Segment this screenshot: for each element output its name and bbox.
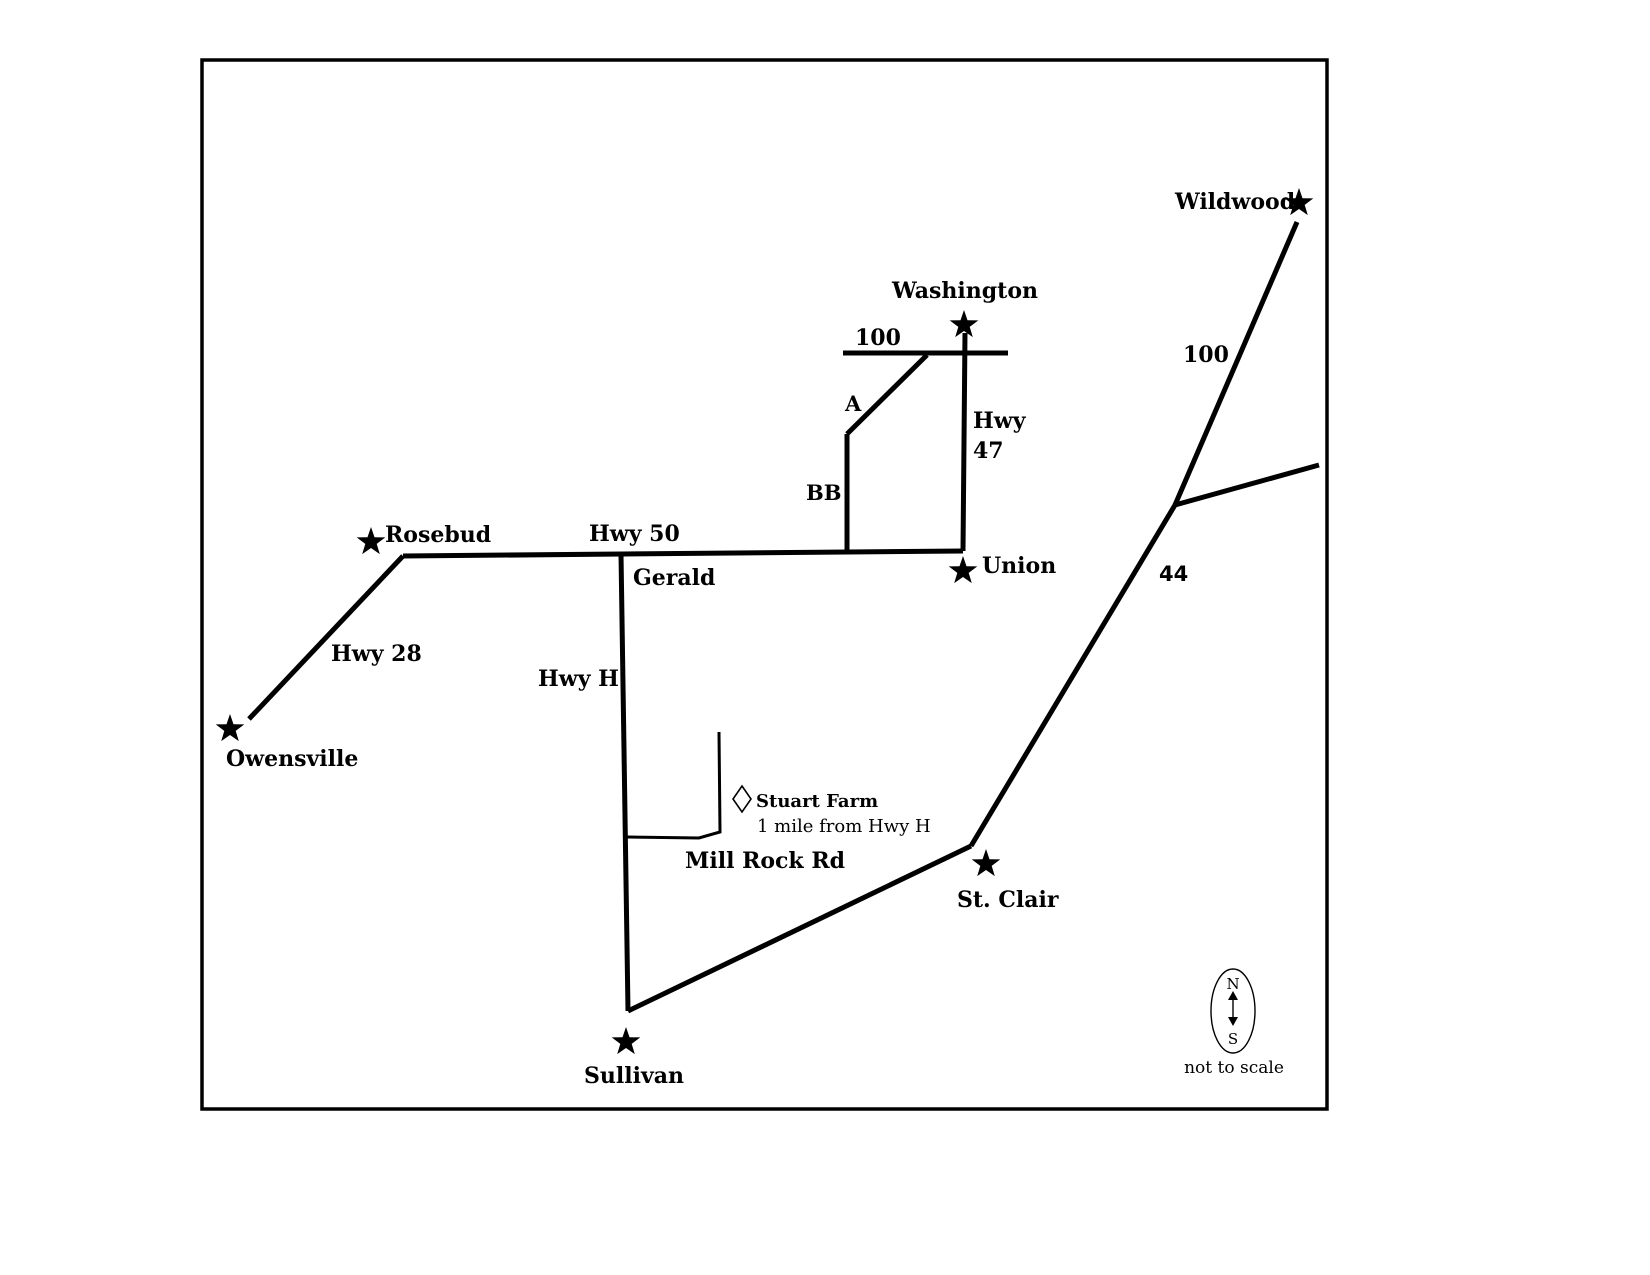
road-label-100-east: 100 <box>1183 342 1229 368</box>
road-hwy-h <box>618 553 631 1012</box>
road-label-bb: BB <box>806 480 842 505</box>
town-label-washington: Washington <box>891 278 1038 304</box>
road-hwy-47 <box>960 332 968 552</box>
town-label-rosebud: Rosebud <box>385 522 491 548</box>
destination-name: Stuart Farm <box>756 791 878 812</box>
map-frame <box>200 58 1329 1111</box>
arrow-up-icon <box>1228 991 1238 1000</box>
road-label-47-line1: Hwy <box>973 408 1027 434</box>
road-hwy-44 <box>968 503 1178 848</box>
scale-note: not to scale <box>1184 1058 1284 1078</box>
road-label-44: 44 <box>1159 562 1188 586</box>
star-icon-owensville <box>215 714 245 742</box>
compass-north: N <box>1226 975 1239 993</box>
arrow-down-icon <box>1228 1017 1238 1026</box>
town-label-owensville: Owensville <box>226 746 358 772</box>
road-label-100-north: 100 <box>855 325 901 351</box>
road-label-47-line2: 47 <box>973 438 1004 464</box>
road-label-hwy-h: Hwy H <box>538 666 619 692</box>
town-label-sullivan: Sullivan <box>584 1063 684 1089</box>
town-label-gerald: Gerald <box>633 565 715 591</box>
star-icon-sullivan <box>611 1027 641 1055</box>
road-label-mill-rock-rd: Mill Rock Rd <box>685 848 845 874</box>
town-label-union: Union <box>982 553 1056 579</box>
road-mill-rock <box>626 731 722 840</box>
road-label-hwy-28: Hwy 28 <box>331 641 422 667</box>
road-label-hwy-50: Hwy 50 <box>589 521 680 547</box>
road-label-a: A <box>844 391 862 416</box>
road-sullivan-st-clair <box>626 843 973 1014</box>
compass-south: S <box>1228 1030 1238 1048</box>
diamond-icon-stuart-farm <box>732 784 752 814</box>
road-hwy-a <box>845 353 929 436</box>
road-east-branch <box>1174 462 1320 508</box>
town-label-st-clair: St. Clair <box>957 887 1059 913</box>
road-hwy-100-east <box>1172 221 1300 506</box>
town-label-wildwood: Wildwood <box>1174 189 1295 215</box>
road-hwy-28 <box>247 554 405 721</box>
star-icon-rosebud <box>356 527 386 555</box>
road-hwy-50 <box>402 548 964 559</box>
compass: N S <box>1210 968 1256 1054</box>
destination-note: 1 mile from Hwy H <box>757 816 931 837</box>
star-icon-union <box>948 556 978 584</box>
star-icon-st-clair <box>971 849 1001 877</box>
